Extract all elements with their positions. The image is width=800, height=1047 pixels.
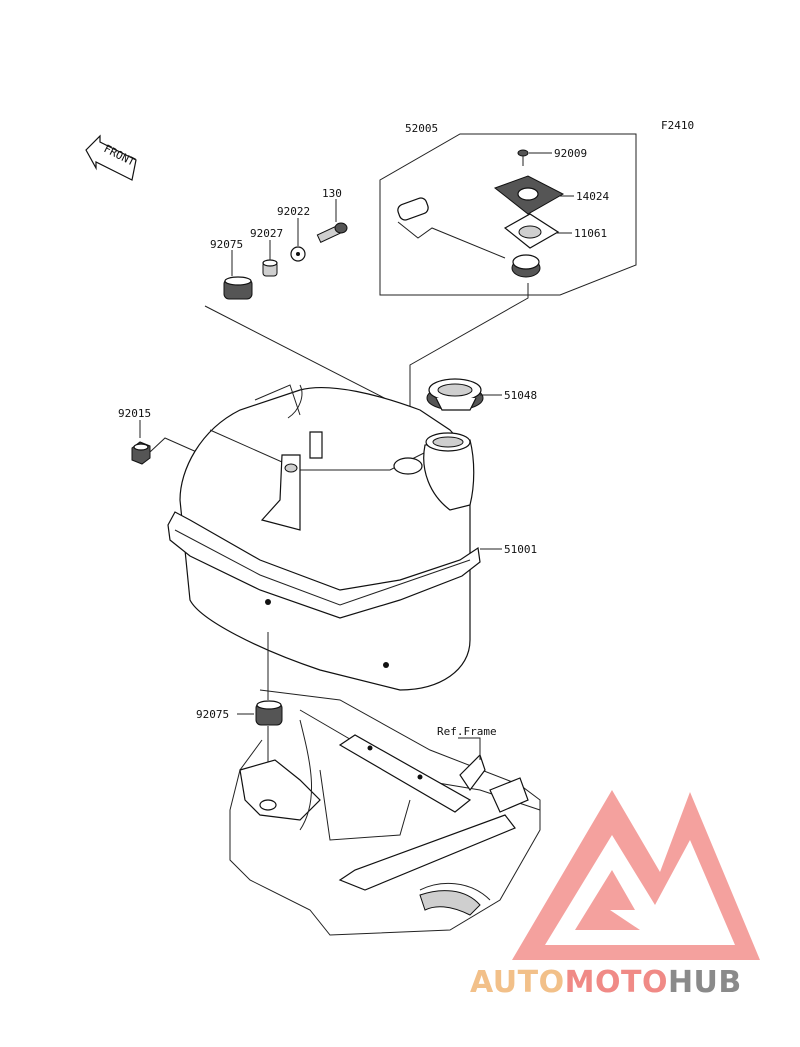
label-11061: 11061 [574, 227, 607, 240]
figure-code: F2410 [661, 119, 694, 132]
damper-92075-bottom-part [255, 700, 283, 726]
nut-92015-part [131, 441, 151, 465]
frame-reference-part [229, 689, 541, 936]
gasket-11061-part [503, 213, 560, 249]
label-92075-top: 92075 [210, 238, 243, 251]
bolt-130-part [316, 222, 348, 243]
damper-92075-top-part [223, 276, 253, 300]
label-51001: 51001 [504, 543, 537, 556]
label-14024: 14024 [576, 190, 609, 203]
label-52005: 52005 [405, 122, 438, 135]
watermark-text: AUTOMOTOHUB [470, 965, 800, 1005]
plate-14024-part [493, 175, 565, 215]
cap-51048-part [426, 378, 484, 411]
label-92022: 92022 [277, 205, 310, 218]
label-92075-bottom: 92075 [196, 708, 229, 721]
front-arrow-icon: FRONT [85, 134, 137, 181]
fuel-tank-51001-part [167, 384, 481, 691]
fuel-float-part [397, 197, 541, 278]
watermark-part-auto: AUTO [470, 965, 565, 1000]
label-ref-frame: Ref.Frame [437, 725, 497, 738]
watermark-part-hub: HUB [667, 965, 742, 1000]
washer-92022-part [290, 246, 306, 262]
label-92015: 92015 [118, 407, 151, 420]
label-51048: 51048 [504, 389, 537, 402]
fuel-sender-group: 52005 92009 14024 11061 [379, 122, 637, 296]
label-92009: 92009 [554, 147, 587, 160]
screw-92009-part [517, 149, 529, 166]
watermark-logo-icon [512, 790, 760, 960]
label-130: 130 [322, 187, 342, 200]
label-92027: 92027 [250, 227, 283, 240]
watermark-part-moto: MOTO [564, 965, 668, 1000]
collar-92027-part [262, 259, 278, 277]
